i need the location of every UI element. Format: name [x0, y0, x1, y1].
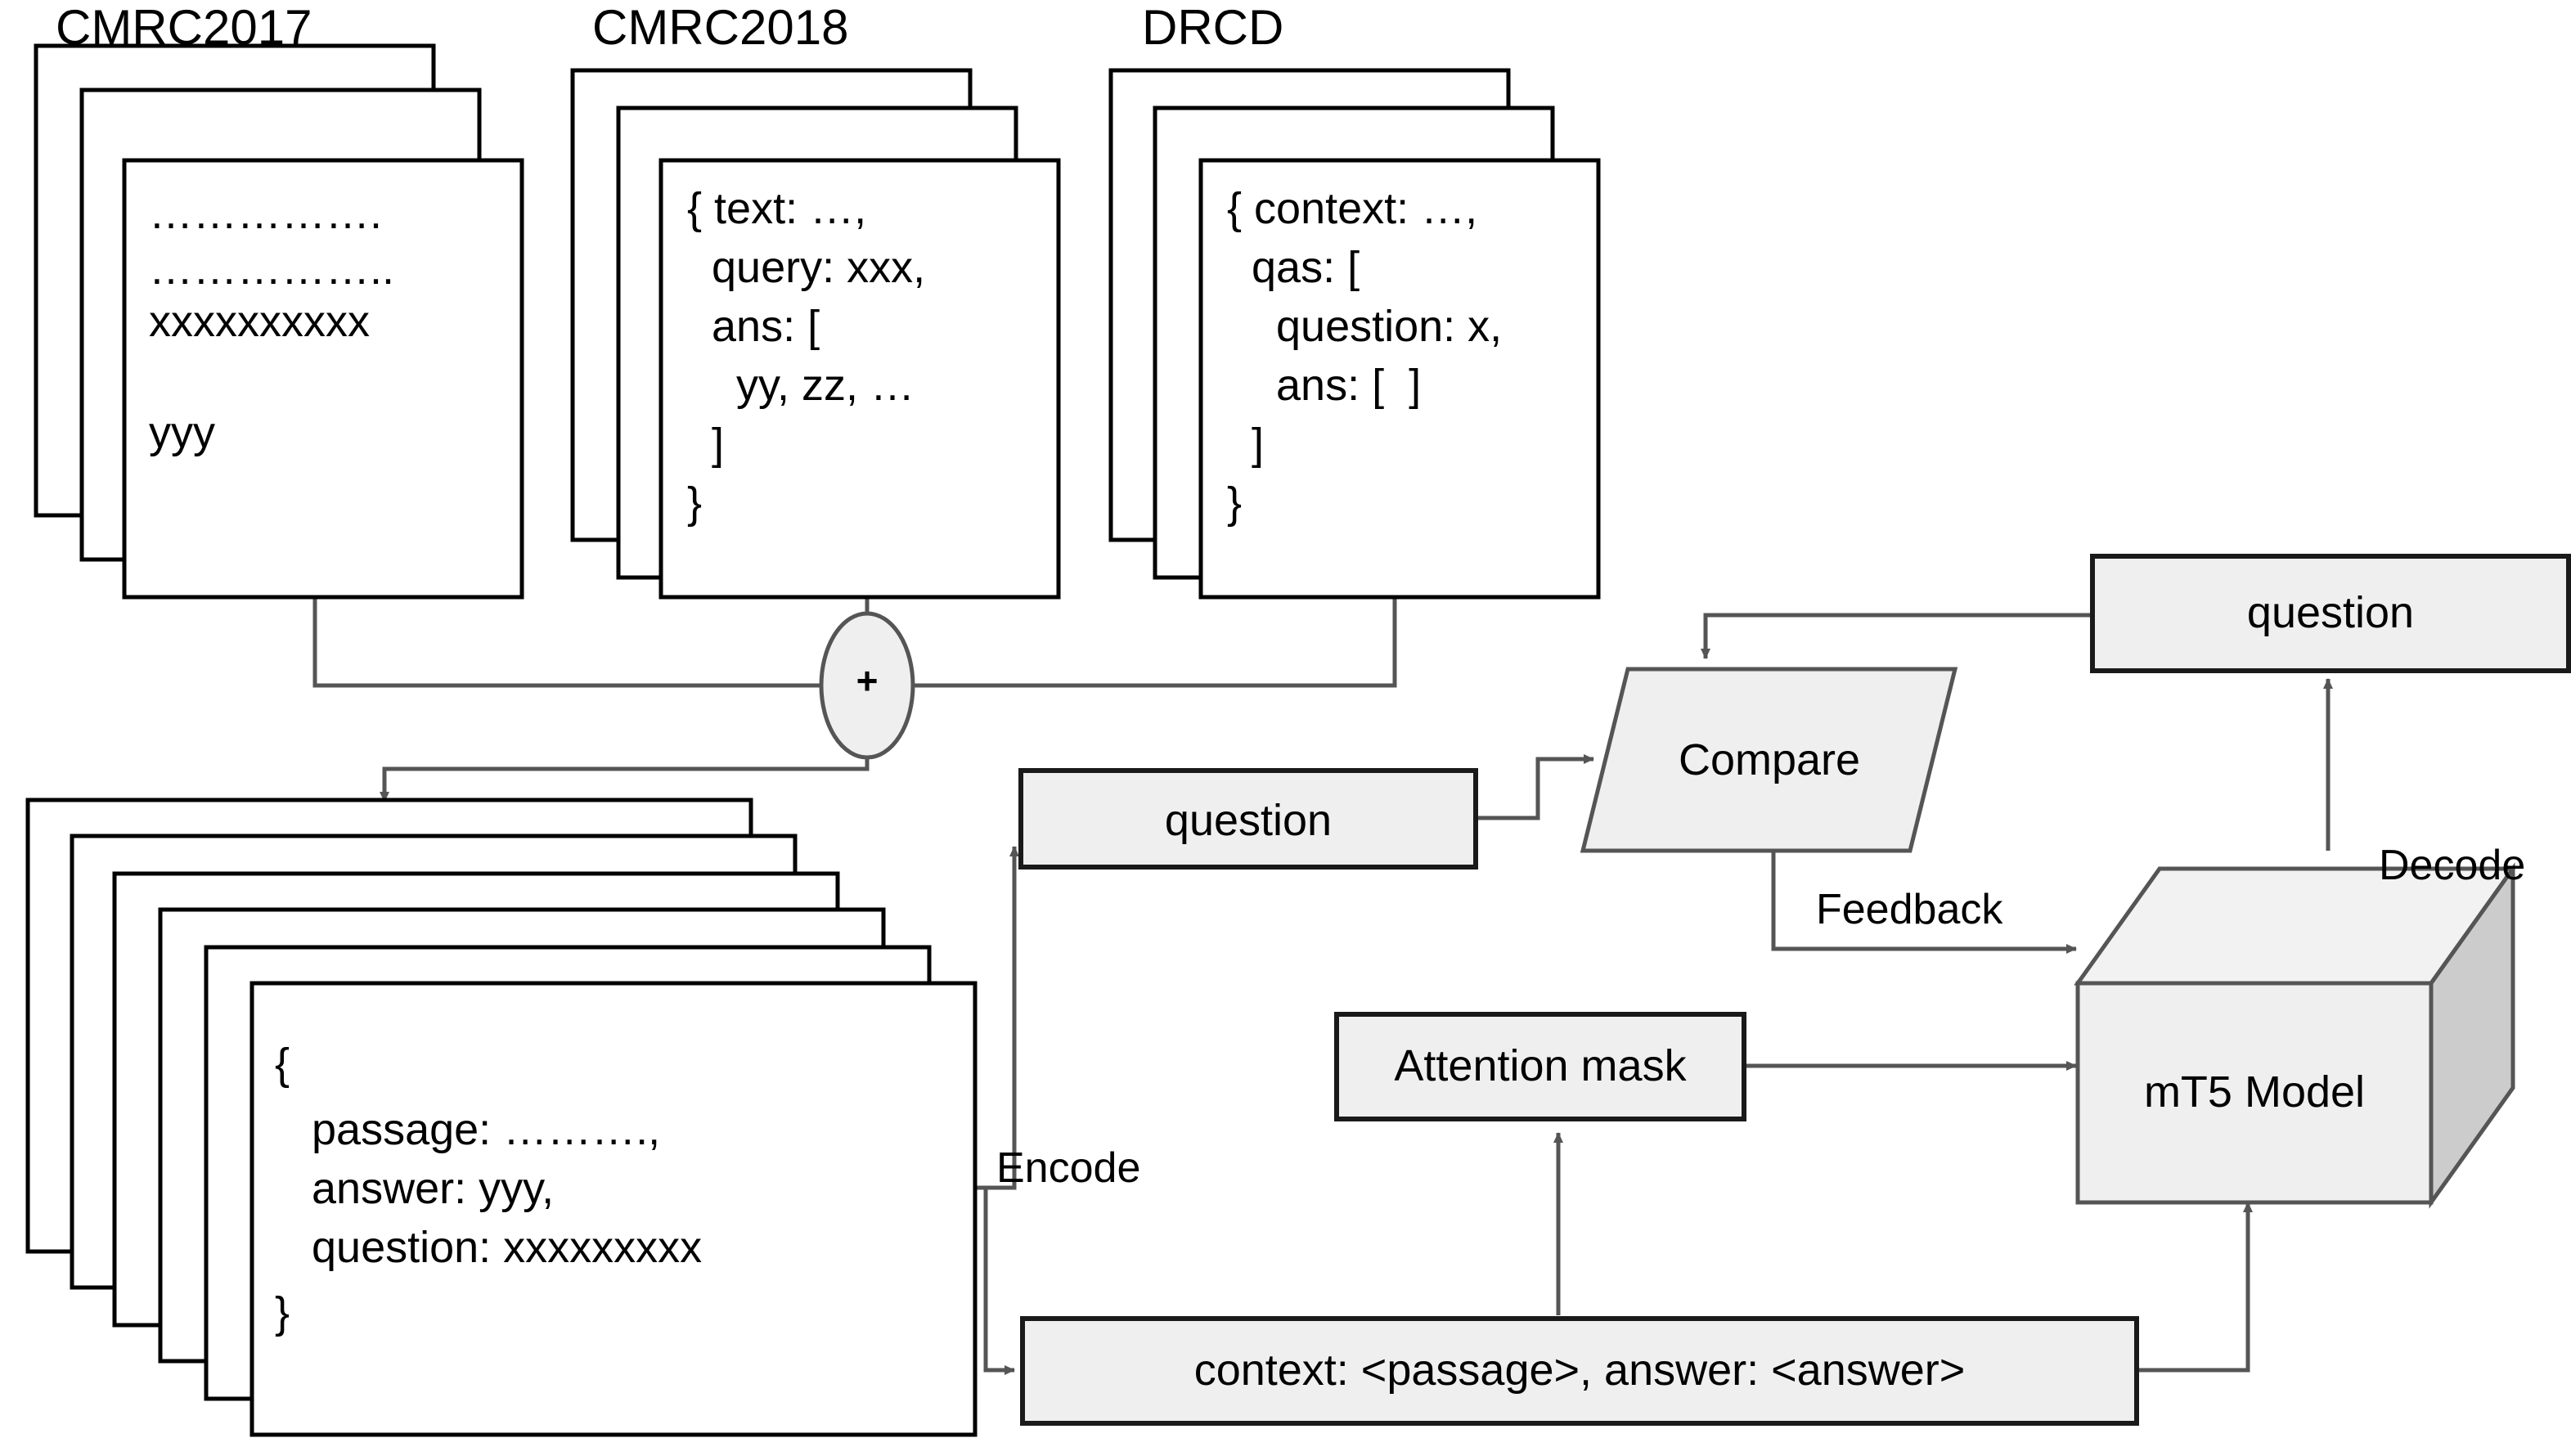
card-line: ] — [1227, 420, 1265, 469]
card-line: } — [687, 479, 703, 528]
merge-plus-label: + — [856, 659, 879, 702]
card-line: ……………. — [149, 189, 383, 238]
mt5-model-label: mT5 Model — [2143, 1067, 2366, 1117]
card-line: yy, zz, … — [687, 361, 915, 410]
question-box-right[interactable] — [2090, 554, 2571, 673]
context-template-box[interactable] — [1020, 1316, 2139, 1426]
compare-label: Compare — [1678, 735, 1861, 784]
card-line: } — [1227, 479, 1243, 528]
card-line: …………….. — [149, 245, 395, 294]
attention-mask-box[interactable] — [1334, 1012, 1746, 1121]
card-line: answer: yyy, — [275, 1164, 555, 1213]
edge-label-encode: Encode — [996, 1144, 1141, 1192]
card-line: passage: ………., — [275, 1105, 661, 1154]
attention-mask-label: Attention mask — [1394, 1041, 1687, 1090]
card-line: yyy — [149, 408, 215, 457]
card-line: ans: [ ] — [1227, 361, 1422, 410]
question-box-left[interactable] — [1018, 768, 1478, 870]
dataset-title-cmrc2017: CMRC2017 — [56, 0, 312, 55]
card-line: { text: …, — [687, 184, 867, 233]
card-line: } — [275, 1288, 290, 1337]
edge-compare-feedback-to-model — [1771, 852, 2077, 954]
edge-question-to-compare — [1477, 754, 1594, 820]
card-line: query: xxx, — [687, 243, 926, 292]
edge-question-right-to-compare — [1701, 613, 2092, 659]
card-line: { — [275, 1040, 290, 1089]
edge-label-decode: Decode — [2379, 842, 2526, 889]
edge-cmrc2017-to-merge — [312, 597, 835, 690]
compare-parallelogram[interactable] — [1580, 667, 1958, 853]
dataset-cmrc2017-stack — [34, 43, 524, 600]
unified-records-stack — [25, 798, 978, 1437]
context-template-label: context: <passage>, answer: <answer> — [1193, 1346, 1966, 1395]
card-line: qas: [ — [1227, 243, 1360, 292]
edge-drcd-to-merge — [899, 597, 1397, 690]
merge-plus-node[interactable] — [819, 611, 915, 760]
card-line: question: x, — [1227, 302, 1503, 351]
dataset-title-cmrc2018: CMRC2018 — [592, 0, 849, 55]
card-line: xxxxxxxxxx — [149, 297, 370, 346]
question-right-label: question — [2246, 588, 2415, 637]
edge-context-to-model — [2137, 1202, 2253, 1373]
dataset-drcd-stack — [1108, 68, 1601, 600]
mt5-model-cube[interactable] — [2074, 862, 2517, 1209]
card-line: question: xxxxxxxxx — [275, 1223, 703, 1272]
card-line: { context: …, — [1227, 184, 1478, 233]
dataset-title-drcd: DRCD — [1142, 0, 1284, 55]
card-line: ] — [687, 420, 725, 469]
edge-label-feedback: Feedback — [1816, 886, 2003, 933]
question-left-label: question — [1164, 796, 1333, 845]
dataset-cmrc2018-stack — [570, 68, 1061, 600]
card-line: ans: [ — [687, 302, 820, 351]
